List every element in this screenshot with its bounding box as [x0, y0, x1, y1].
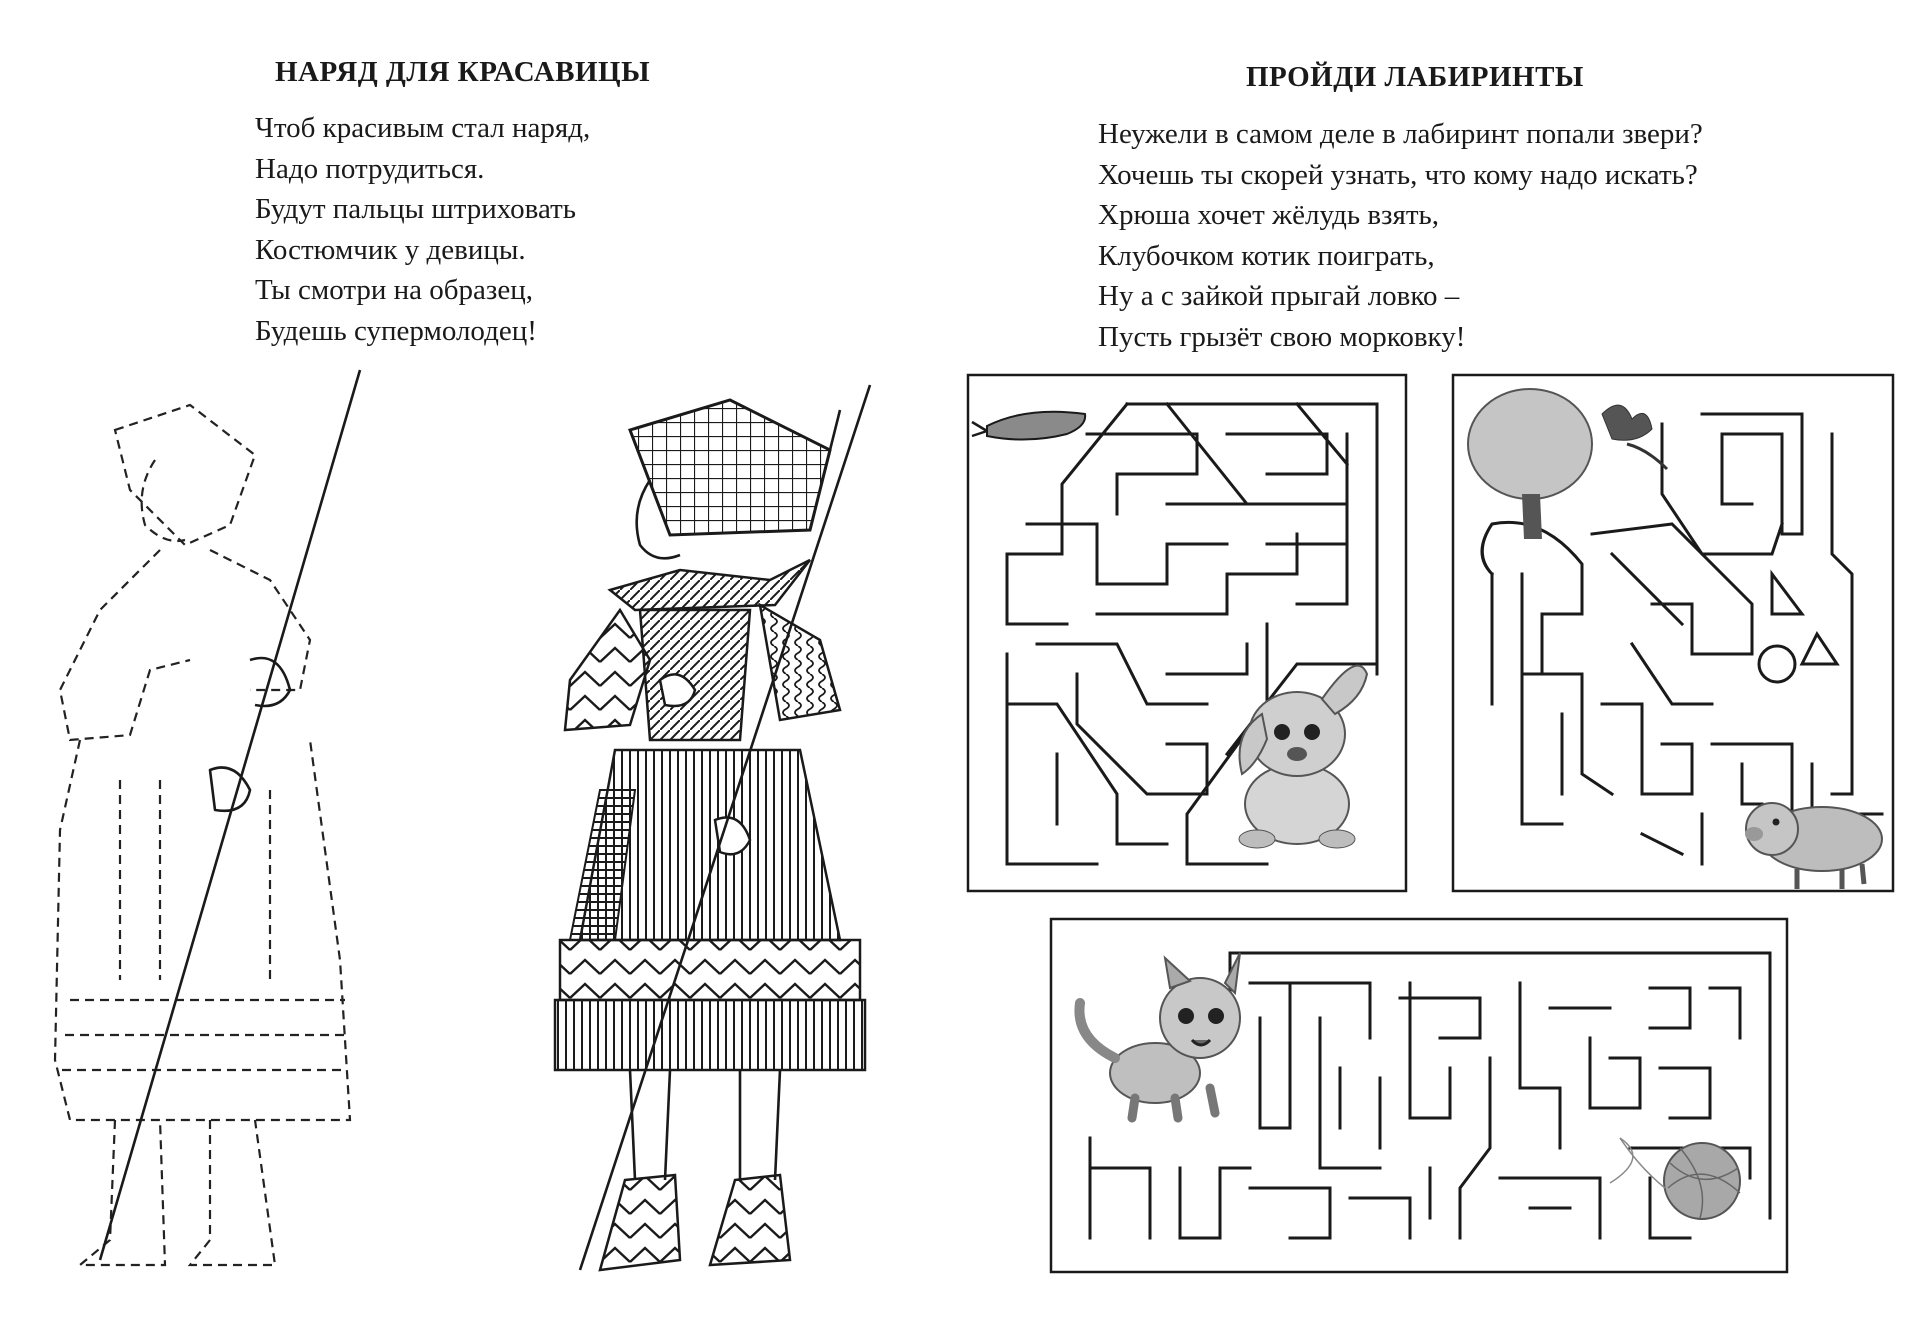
poem-line: Пусть грызёт свою морковку!: [1098, 320, 1466, 353]
right-poem: Неужели в самом деле в лабиринт попали з…: [1098, 114, 1703, 357]
rabbit-icon: [1238, 664, 1369, 849]
poem-line: Будешь супермолодец!: [255, 314, 537, 347]
carrot-icon: [971, 410, 1087, 441]
girl-sample-hatched: [553, 384, 872, 1272]
poem-line: Хрюша хочет жёлудь взять,: [1098, 199, 1440, 231]
poem-line: Чтоб красивым стал наряд,: [255, 112, 591, 144]
maze-kitten-yarn: [1049, 917, 1789, 1274]
acorn-icon: [1601, 404, 1669, 471]
poem-line: Ну а с зайкой прыгай ловко –: [1098, 280, 1460, 312]
poem-line: Костюмчик у девицы.: [255, 233, 526, 266]
poem-line: Хочешь ты скорей узнать, что кому надо и…: [1098, 158, 1698, 191]
maze-pig-acorn: [1451, 373, 1895, 893]
poem-line: Ты смотри на образец,: [255, 274, 534, 306]
right-title: ПРОЙДИ ЛАБИРИНТЫ: [1246, 61, 1584, 93]
poem-line: Клубочком котик поиграть,: [1098, 239, 1435, 272]
left-title: НАРЯД ДЛЯ КРАСАВИЦЫ: [275, 56, 651, 88]
girl-outline-dashed: [53, 369, 362, 1267]
yarn-ball-icon: [1609, 1137, 1741, 1220]
poem-line: Надо потрудиться.: [255, 152, 485, 185]
pig-icon: [1745, 802, 1883, 889]
poem-line: Будут пальцы штриховать: [255, 193, 576, 225]
left-poem: Чтоб красивым стал наряд, Надо потрудить…: [255, 108, 590, 351]
kitten-icon: [1074, 952, 1241, 1123]
poem-line: Неужели в самом деле в лабиринт попали з…: [1098, 118, 1703, 150]
maze-rabbit-carrot: [966, 373, 1408, 893]
tree-icon: [1467, 388, 1593, 539]
